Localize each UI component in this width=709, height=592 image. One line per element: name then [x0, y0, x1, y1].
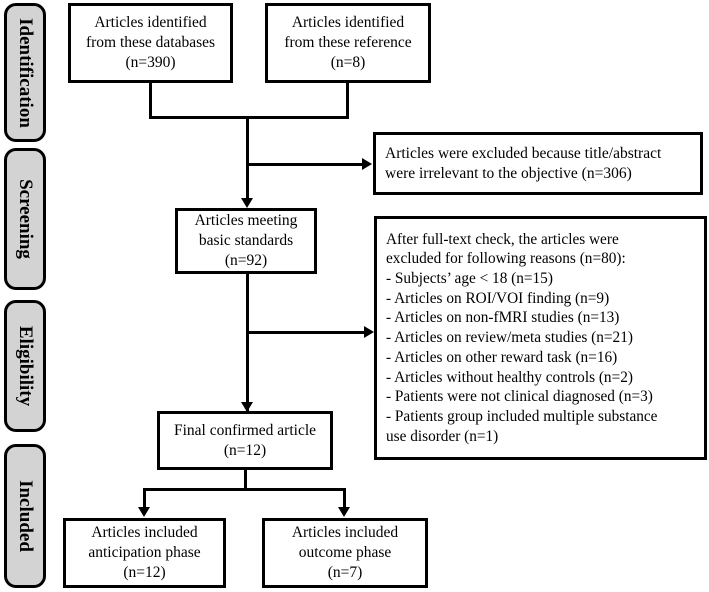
box-articles-identified-databases-text: Articles identified from these databases…	[85, 14, 216, 71]
box-articles-identified-databases: Articles identified from these databases…	[68, 3, 233, 83]
stage-tab-eligibility-label: Eligibility	[15, 325, 36, 407]
stage-tab-identification-label: Identification	[15, 17, 36, 128]
box-excluded-full-text: After full-text check, the articles were…	[374, 216, 707, 460]
arrowhead-to-final-confirmed	[241, 402, 253, 412]
stage-tab-screening: Screening	[4, 148, 46, 290]
connector-branch-excluded-title-abstract	[246, 163, 363, 166]
stage-tab-eligibility: Eligibility	[4, 300, 46, 432]
box-final-confirmed-article-text: Final confirmed article (n=12)	[173, 421, 317, 459]
box-excluded-full-text-text: After full-text check, the articles were…	[386, 230, 658, 445]
connector-split-left	[143, 488, 146, 509]
stage-tab-identification: Identification	[4, 3, 46, 142]
connector-branch-excluded-full-text	[246, 331, 365, 334]
arrowhead-to-basic-standards	[241, 198, 253, 208]
box-basic-standards-text: Articles meeting basic standards (n=92)	[194, 212, 298, 269]
arrowhead-to-outcome-phase	[338, 507, 350, 517]
box-basic-standards: Articles meeting basic standards (n=92)	[175, 208, 317, 274]
connector-references-down	[346, 83, 349, 119]
connector-split-bar	[143, 488, 346, 491]
box-excluded-title-abstract-text: Articles were excluded because title/abs…	[385, 144, 662, 182]
box-outcome-phase-text: Articles included outcome phase (n=7)	[291, 524, 399, 581]
stage-tab-included-label: Included	[15, 480, 36, 552]
box-articles-identified-references-text: Articles identified from these reference…	[284, 14, 412, 71]
connector-basic-standards-to-final	[246, 274, 249, 411]
connector-merge-bar	[149, 116, 349, 119]
box-anticipation-phase-text: Articles included anticipation phase (n=…	[88, 524, 201, 581]
stage-tab-screening-label: Screening	[15, 179, 36, 259]
stage-tab-included: Included	[4, 444, 46, 588]
connector-databases-down	[149, 83, 152, 119]
box-excluded-title-abstract: Articles were excluded because title/abs…	[373, 132, 703, 195]
connector-final-down	[244, 470, 247, 491]
arrowhead-to-excluded-full-text	[364, 326, 374, 338]
connector-split-right	[343, 488, 346, 509]
box-final-confirmed-article: Final confirmed article (n=12)	[157, 411, 333, 470]
box-anticipation-phase: Articles included anticipation phase (n=…	[63, 518, 226, 588]
connector-merge-to-screening	[246, 116, 249, 200]
arrowhead-to-anticipation-phase	[138, 507, 150, 517]
arrowhead-to-excluded-title-abstract	[362, 158, 372, 170]
box-outcome-phase: Articles included outcome phase (n=7)	[262, 518, 428, 588]
box-articles-identified-references: Articles identified from these reference…	[265, 3, 431, 83]
